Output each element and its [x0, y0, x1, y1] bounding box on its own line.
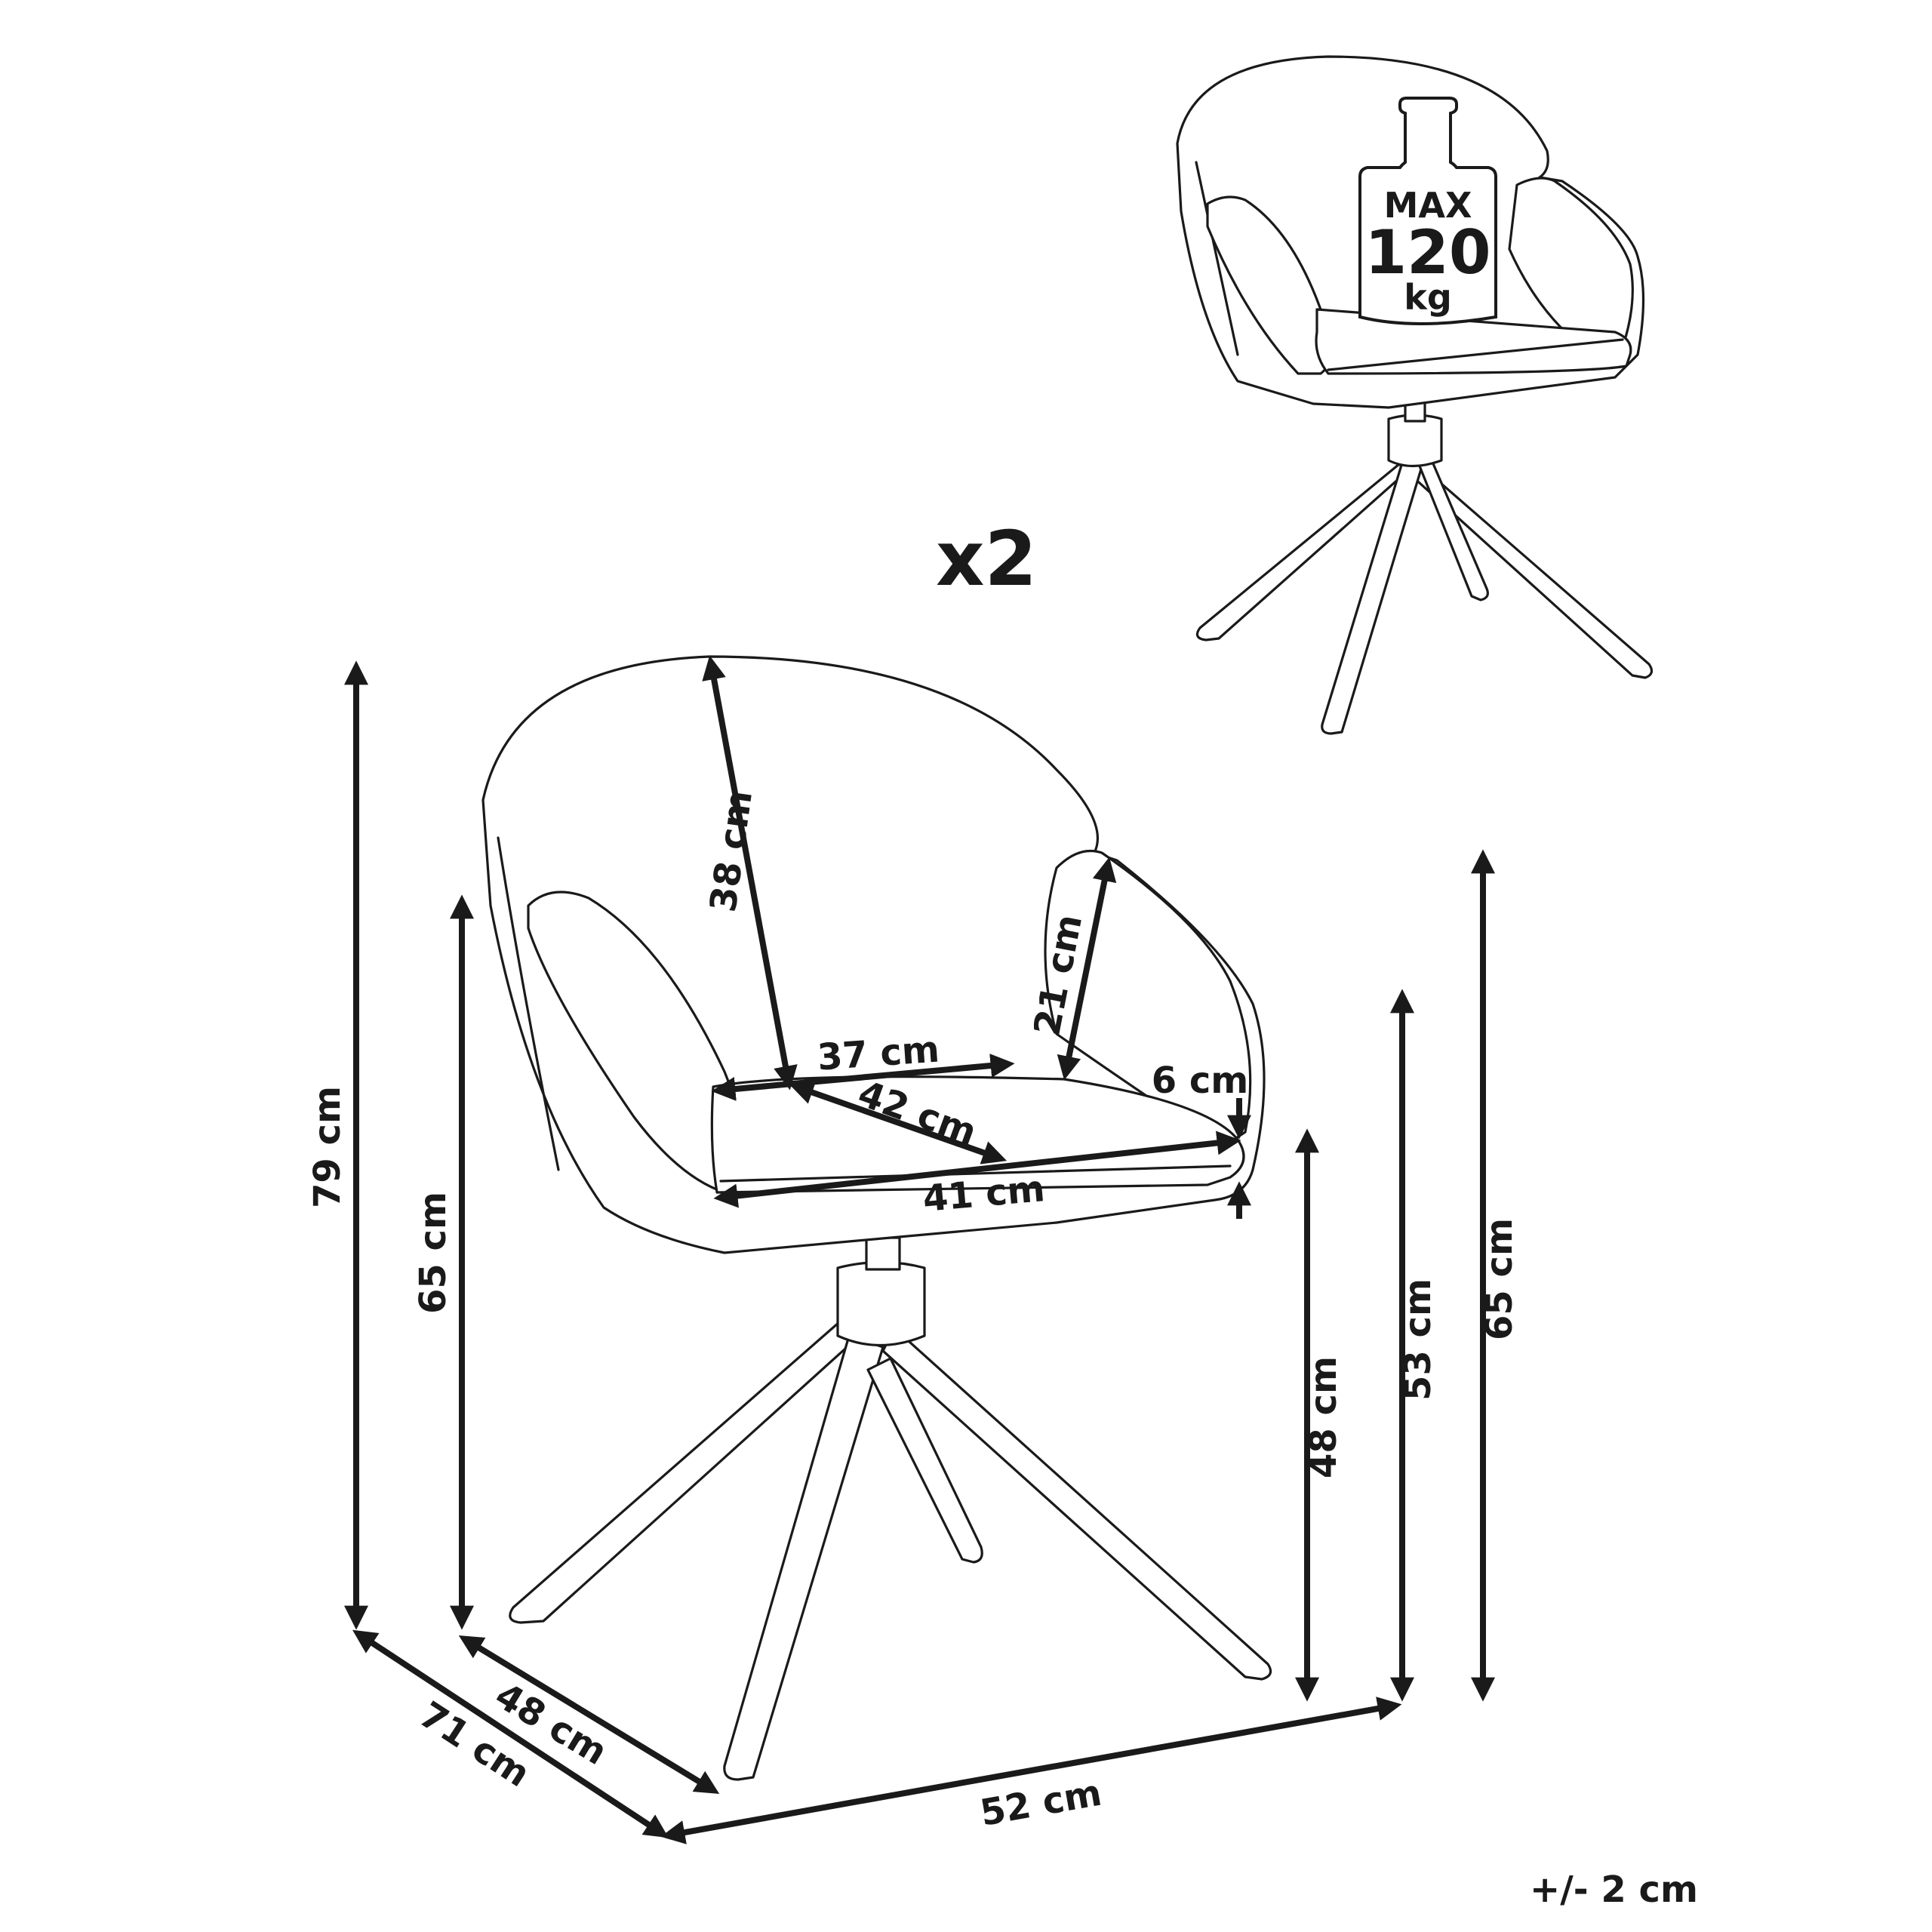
main-chair-illustration — [481, 655, 1272, 1781]
label-backrest-height: 65 cm — [412, 1192, 454, 1314]
small-chair-illustration: MAX 120 kg — [1176, 55, 1654, 735]
label-seat-thickness: 6 cm — [1152, 1060, 1249, 1102]
max-load-line2: 120 — [1365, 217, 1491, 288]
label-seat-height: 48 cm — [1303, 1356, 1345, 1478]
dimension-lines — [344, 655, 1495, 1844]
max-load-weight-icon: MAX 120 kg — [1358, 97, 1497, 325]
label-width-total: 52 cm — [977, 1772, 1105, 1835]
max-load-line3: kg — [1404, 277, 1452, 318]
quantity-label: x2 — [936, 515, 1037, 603]
label-seat-width-front: 37 cm — [816, 1028, 940, 1078]
label-arm-top-height: 65 cm — [1478, 1218, 1521, 1340]
tolerance-note: +/- 2 cm — [1530, 1869, 1698, 1911]
label-overall-height: 79 cm — [306, 1086, 349, 1208]
max-load-line1: MAX — [1384, 185, 1472, 226]
label-armrest-floor-height: 53 cm — [1397, 1278, 1439, 1401]
